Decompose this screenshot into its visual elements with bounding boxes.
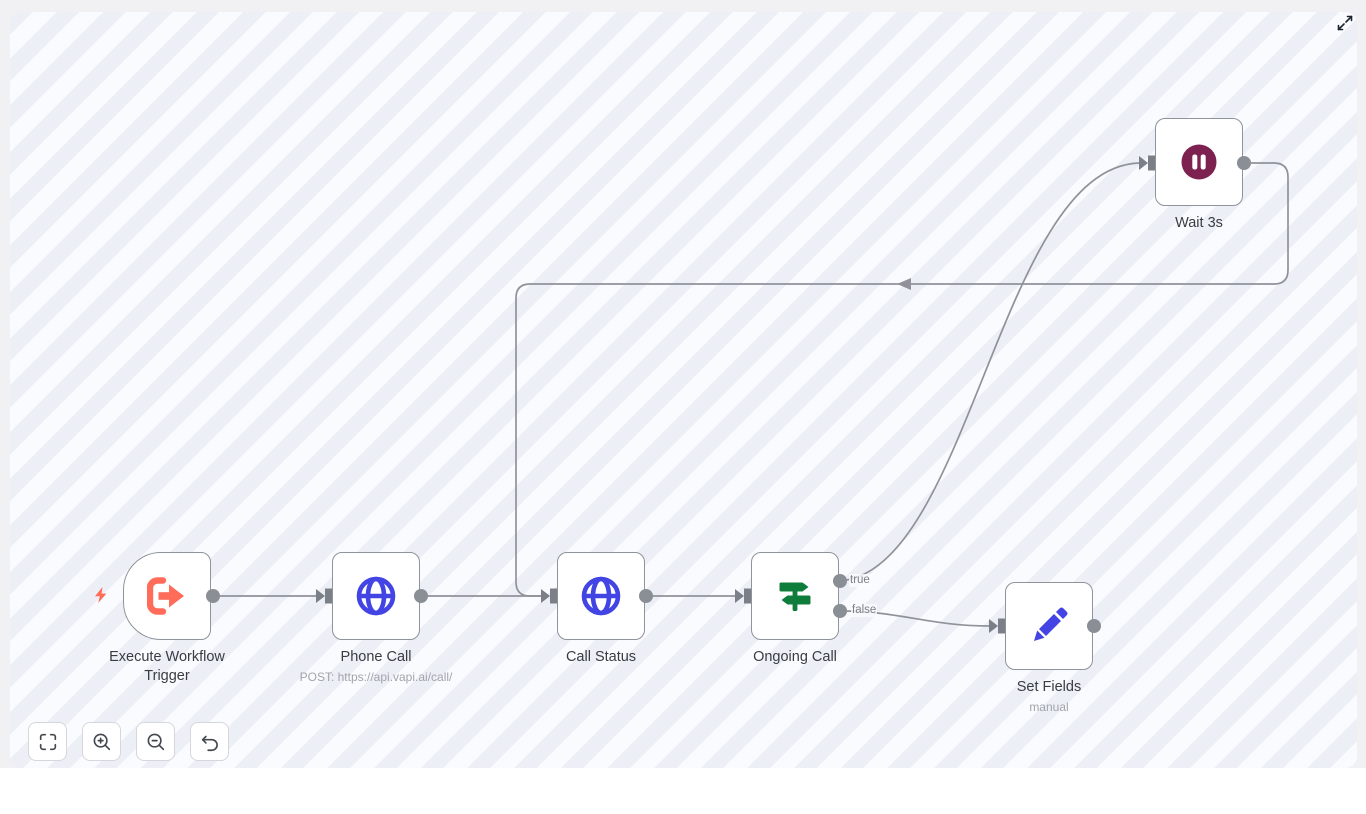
sign-out-arrow-icon bbox=[147, 577, 184, 615]
input-handle-set-fields[interactable] bbox=[998, 618, 1005, 634]
input-handle-wait[interactable] bbox=[1139, 156, 1148, 170]
node-set-fields[interactable] bbox=[1005, 582, 1093, 670]
globe-icon bbox=[581, 576, 621, 616]
fit-view-button[interactable] bbox=[28, 722, 67, 761]
pencil-icon bbox=[1034, 607, 1068, 641]
node-call-status[interactable] bbox=[557, 552, 645, 640]
input-handle-ongoing-call[interactable] bbox=[735, 589, 744, 603]
node-subtitle: manual bbox=[1029, 700, 1069, 715]
node-subtitle: POST: https://api.vapi.ai/call/ bbox=[299, 670, 453, 685]
zoom-in-icon bbox=[93, 733, 110, 750]
node-label-wait: Wait 3s bbox=[1089, 214, 1309, 233]
input-handle-set-fields[interactable] bbox=[989, 619, 998, 633]
signpost-icon bbox=[779, 582, 811, 611]
input-handle-ongoing-call[interactable] bbox=[744, 588, 751, 604]
edge-ongoing-true-to-wait[interactable] bbox=[839, 162, 1140, 582]
input-handle-phone-call[interactable] bbox=[325, 588, 332, 604]
edge-label-false: false bbox=[851, 604, 878, 617]
node-title: Wait 3s bbox=[1175, 215, 1223, 231]
node-execute-workflow-trigger[interactable] bbox=[123, 552, 211, 640]
editor-frame bbox=[0, 0, 1366, 768]
zoom-in-button[interactable] bbox=[82, 722, 121, 761]
output-port-wait[interactable] bbox=[1237, 156, 1251, 170]
node-title: Call Status bbox=[565, 649, 637, 665]
output-port-ongoing-false[interactable] bbox=[833, 604, 847, 618]
node-title: Phone Call bbox=[340, 649, 412, 665]
node-title: Ongoing Call bbox=[753, 649, 837, 665]
output-port-call-status[interactable] bbox=[639, 589, 653, 603]
expand-icon bbox=[1337, 15, 1353, 31]
node-phone-call[interactable] bbox=[332, 552, 420, 640]
output-port-phone-call[interactable] bbox=[414, 589, 428, 603]
expand-fullscreen-button[interactable] bbox=[1330, 8, 1360, 38]
output-port-ongoing-true[interactable] bbox=[833, 574, 847, 588]
node-box-trigger[interactable] bbox=[123, 552, 211, 640]
zoom-out-icon bbox=[147, 733, 164, 750]
output-port-trigger[interactable] bbox=[206, 589, 220, 603]
input-handle-wait[interactable] bbox=[1148, 155, 1155, 171]
workflow-canvas[interactable] bbox=[10, 12, 1357, 768]
globe-icon bbox=[356, 576, 396, 616]
node-ongoing-call[interactable] bbox=[751, 552, 839, 640]
input-handle-call-status[interactable] bbox=[541, 589, 550, 603]
node-box-phone-call[interactable] bbox=[332, 552, 420, 640]
node-box-call-status[interactable] bbox=[557, 552, 645, 640]
pause-circle-icon bbox=[1181, 144, 1217, 180]
node-box-ongoing-call[interactable] bbox=[751, 552, 839, 640]
lightning-bolt-icon bbox=[92, 586, 109, 609]
canvas-controls bbox=[28, 722, 229, 761]
loop-edge-direction-arrow-icon bbox=[897, 278, 911, 290]
node-label-call-status: Call Status bbox=[491, 648, 711, 667]
node-label-set-fields: Set Fields manual bbox=[939, 678, 1159, 716]
fit-view-icon bbox=[39, 733, 56, 750]
node-label-trigger: Execute Workflow Trigger bbox=[97, 648, 237, 686]
node-title: Set Fields bbox=[1016, 679, 1082, 695]
node-title: Execute Workflow Trigger bbox=[109, 649, 225, 685]
node-box-wait[interactable] bbox=[1155, 118, 1243, 206]
input-handle-phone-call[interactable] bbox=[316, 589, 325, 603]
undo-icon bbox=[201, 735, 218, 751]
output-port-set-fields[interactable] bbox=[1087, 619, 1101, 633]
edge-label-true: true bbox=[849, 574, 871, 587]
node-box-set-fields[interactable] bbox=[1005, 582, 1093, 670]
zoom-out-button[interactable] bbox=[136, 722, 175, 761]
node-label-ongoing-call: Ongoing Call bbox=[685, 648, 905, 667]
node-wait-3s[interactable] bbox=[1155, 118, 1243, 206]
node-label-phone-call: Phone Call POST: https://api.vapi.ai/cal… bbox=[266, 648, 486, 686]
input-handle-call-status[interactable] bbox=[550, 588, 557, 604]
undo-button[interactable] bbox=[190, 722, 229, 761]
